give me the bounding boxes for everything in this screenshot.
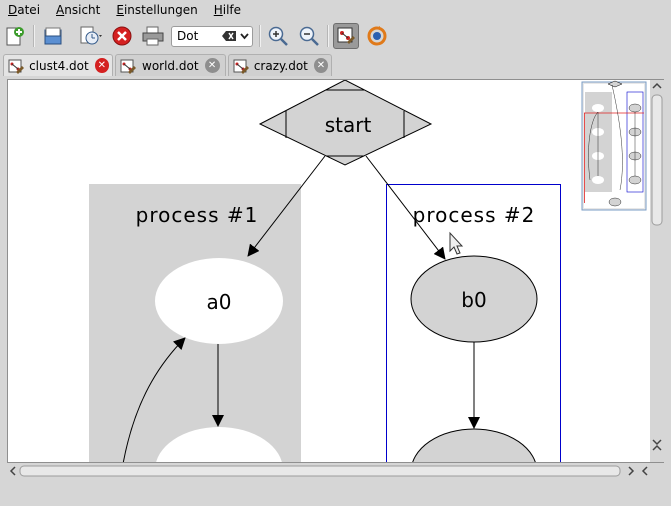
edge-a3-a0 <box>122 337 186 462</box>
zoom-out-button[interactable] <box>296 23 322 49</box>
cluster-1-label: process #1 <box>136 203 259 227</box>
tab-label: clust4.dot <box>29 58 89 73</box>
layout-button[interactable] <box>364 23 390 49</box>
zoom-in-icon <box>268 26 288 46</box>
tab-close-icon[interactable]: ✕ <box>204 58 220 73</box>
birdview-overview[interactable] <box>581 80 647 211</box>
node-a1[interactable] <box>155 427 283 463</box>
toolbar: Dot <box>0 21 671 52</box>
node-a0[interactable] <box>155 258 283 344</box>
open-file-icon <box>44 27 62 45</box>
graph-editor-button[interactable] <box>333 23 359 49</box>
menu-datei[interactable]: Datei <box>8 3 41 17</box>
layout-combo-value: Dot <box>177 29 199 43</box>
tab-world[interactable]: world.dot ✕ <box>115 54 226 76</box>
dot-file-icon <box>233 59 249 74</box>
tab-label: world.dot <box>142 58 199 73</box>
node-b1[interactable] <box>411 428 537 463</box>
cluster-2-label: process #2 <box>413 203 536 227</box>
toolbar-separator <box>33 25 35 47</box>
tab-close-icon[interactable]: ✕ <box>94 58 109 73</box>
edge-start-b0 <box>365 155 446 260</box>
scrollbar-corner <box>651 463 664 479</box>
vertical-scrollbar[interactable] <box>650 80 664 462</box>
layout-icon <box>367 26 387 46</box>
tab-close-icon[interactable]: ✕ <box>313 58 328 73</box>
dot-file-icon <box>8 59 24 74</box>
node-b0-label: b0 <box>461 288 486 312</box>
combo-clear-and-dropdown-icon <box>222 31 249 41</box>
horizontal-scrollbar-drawing <box>9 465 648 477</box>
menu-einstellungen[interactable]: Einstellungen <box>116 3 198 17</box>
node-start[interactable] <box>258 80 433 166</box>
graph-canvas[interactable]: process #1 process #2 start a0 b0 <box>7 79 664 463</box>
zoom-out-icon <box>299 26 319 46</box>
vertical-scrollbar-drawing <box>651 82 663 451</box>
zoom-in-button[interactable] <box>265 23 291 49</box>
recent-files-icon <box>80 26 102 45</box>
toolbar-separator <box>327 25 329 47</box>
new-file-button[interactable] <box>2 23 28 49</box>
open-file-button[interactable] <box>40 23 66 49</box>
node-start-label: start <box>325 113 372 137</box>
node-b0[interactable] <box>410 255 538 343</box>
close-document-button[interactable] <box>109 23 135 49</box>
status-bar <box>0 480 671 506</box>
toolbar-separator <box>259 25 261 47</box>
menu-hilfe[interactable]: Hilfe <box>213 3 242 17</box>
document-tab-bar: clust4.dot ✕ world.dot ✕ crazy.dot ✕ <box>0 53 671 77</box>
tab-label: crazy.dot <box>253 58 308 73</box>
print-icon <box>142 26 164 46</box>
menu-ansicht[interactable]: Ansicht <box>56 3 101 17</box>
node-a0-label: a0 <box>207 290 232 314</box>
close-red-icon <box>112 26 132 46</box>
dot-file-icon <box>120 59 136 74</box>
graph-drawing: process #1 process #2 start a0 b0 <box>89 80 647 463</box>
print-button[interactable] <box>140 23 166 49</box>
menubar: Datei Ansicht Einstellungen Hilfe <box>0 0 671 21</box>
tab-crazy[interactable]: crazy.dot ✕ <box>228 54 332 76</box>
new-file-icon <box>6 27 24 46</box>
mouse-pointer-icon <box>449 231 464 255</box>
layout-algorithm-combo[interactable]: Dot <box>171 26 253 47</box>
tab-clust4[interactable]: clust4.dot ✕ <box>3 54 113 76</box>
horizontal-scrollbar[interactable] <box>7 463 651 479</box>
cluster-process-2 <box>386 184 561 462</box>
recent-files-button[interactable] <box>78 23 104 49</box>
edge-start-a0 <box>247 155 326 257</box>
graph-editor-icon <box>337 27 355 44</box>
